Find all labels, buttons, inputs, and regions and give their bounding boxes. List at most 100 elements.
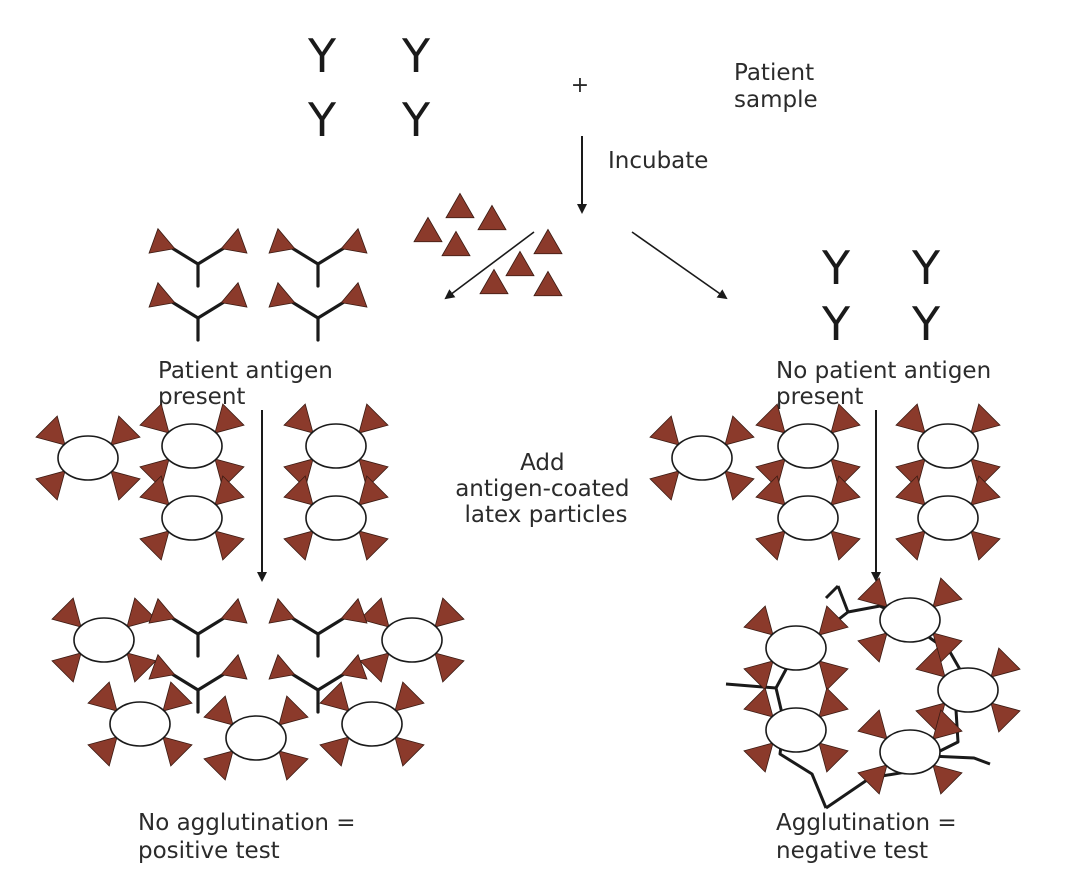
latex-particle-icon	[139, 475, 245, 561]
antigen-triangle-icon	[214, 530, 245, 561]
antigen-triangle-icon	[915, 647, 946, 678]
antigen-triangle-icon	[319, 681, 350, 712]
antigen-triangle-icon	[818, 687, 849, 718]
latex-particle-icon	[915, 647, 1021, 733]
latex-particles-left	[35, 403, 389, 561]
antigen-triangle-icon	[932, 764, 963, 795]
latex-bead	[765, 707, 827, 753]
antigen-triangle-icon	[932, 577, 963, 608]
antigen-triangle-icon	[220, 227, 248, 254]
antigen-triangle-icon	[319, 736, 350, 767]
antigen-triangle-icon	[990, 702, 1021, 733]
antigen-triangle-icon	[434, 652, 465, 683]
antibody-icon	[170, 300, 226, 342]
antigen-triangle-icon	[126, 652, 157, 683]
antigen-triangle-icon	[35, 415, 66, 446]
antigen-triangle-icon	[895, 530, 926, 561]
antigen-triangle-icon	[830, 530, 861, 561]
patient-sample-antibodies: Y Y Y Y	[307, 29, 431, 147]
antigen-triangle-icon	[214, 403, 245, 434]
antibody-with-antigen-icon	[148, 281, 248, 342]
antigen-triangle-icon	[220, 281, 248, 308]
latex-particle-icon	[649, 415, 755, 501]
antigen-triangle-icon	[857, 577, 888, 608]
antigen-triangle-icon	[110, 470, 141, 501]
antigen-triangle-icon	[857, 632, 888, 663]
latex-bead	[225, 715, 287, 761]
antigen-triangle-icon	[755, 530, 786, 561]
antigen-triangle-icon	[830, 475, 861, 506]
latex-particle-icon	[35, 415, 141, 501]
antigen-triangle-icon	[359, 652, 390, 683]
latex-bead	[109, 701, 171, 747]
antigen-triangle-icon	[990, 647, 1021, 678]
latex-particle-icon	[895, 403, 1001, 489]
antigen-triangle-icon	[51, 597, 82, 628]
antigen-triangle-icon	[203, 695, 234, 726]
latex-particle-icon	[139, 403, 245, 489]
antibody-icon: Y	[911, 241, 941, 295]
latex-particles-right	[649, 403, 1001, 561]
antigen-triangle-icon	[340, 653, 368, 680]
bound-antibodies-group	[148, 227, 368, 342]
antigen-triangle-icon	[139, 403, 170, 434]
antigen-triangle-icon	[830, 403, 861, 434]
antibody-icon: Y	[307, 93, 337, 147]
antigen-triangle-icon	[479, 268, 509, 295]
antigen-triangle-icon	[358, 530, 389, 561]
latex-particle-icon	[755, 403, 861, 489]
antigen-triangle-icon	[394, 681, 425, 712]
antigen-triangle-icon	[724, 470, 755, 501]
antigen-triangle-icon	[857, 709, 888, 740]
antigen-triangle-icon	[895, 403, 926, 434]
latex-particle-icon	[319, 681, 425, 767]
antigen-triangle-icon	[148, 281, 176, 308]
antigen-triangle-icon	[533, 228, 563, 255]
antibody-with-antigen-icon	[268, 227, 368, 288]
latex-particle-icon	[857, 577, 963, 663]
antigen-triangle-icon	[649, 415, 680, 446]
antibody-icon: Y	[401, 93, 431, 147]
antibody-icon	[170, 246, 226, 288]
antibody-icon	[290, 616, 346, 658]
antigen-triangle-icon	[126, 597, 157, 628]
antigen-triangle-icon	[220, 653, 248, 680]
antigen-triangle-icon	[110, 415, 141, 446]
antigen-triangle-icon	[148, 227, 176, 254]
antigen-triangle-icon	[278, 695, 309, 726]
antigen-triangle-icon	[358, 403, 389, 434]
antibody-with-antigen-icon	[268, 653, 368, 714]
antigen-triangle-icon	[268, 597, 296, 624]
antigen-triangle-icon	[283, 403, 314, 434]
antibody-icon: Y	[911, 297, 941, 351]
antigen-triangle-icon	[139, 530, 170, 561]
antigen-triangle-icon	[970, 530, 1001, 561]
latex-particle-icon	[283, 403, 389, 489]
latex-particle-icon	[857, 709, 963, 795]
free-antibodies-group: Y Y Y Y	[821, 241, 941, 351]
antigen-triangle-icon	[755, 403, 786, 434]
antigen-triangle-icon	[818, 742, 849, 773]
antigen-triangle-icon	[394, 736, 425, 767]
antigen-triangle-icon	[340, 597, 368, 624]
antigen-triangle-icon	[932, 632, 963, 663]
latex-particle-icon	[87, 681, 193, 767]
antigen-triangle-icon	[268, 227, 296, 254]
antigen-triangle-icon	[818, 660, 849, 691]
latex-particle-icon	[203, 695, 309, 781]
incubate-label: Incubate	[608, 148, 708, 174]
latex-particle-icon	[895, 475, 1001, 561]
antibody-with-antigen-icon	[148, 653, 248, 714]
antigen-triangle-icon	[434, 597, 465, 628]
antigen-triangle-icon	[743, 742, 774, 773]
antigen-triangle-icon	[35, 470, 66, 501]
antigen-triangle-icon	[358, 475, 389, 506]
latex-bead	[917, 495, 979, 541]
latex-particle-icon	[359, 597, 465, 683]
antibody-icon	[170, 616, 226, 658]
latex-bead	[57, 435, 119, 481]
antigen-triangle-icon	[743, 660, 774, 691]
latex-bead	[381, 617, 443, 663]
antigen-triangle-icon	[283, 475, 314, 506]
